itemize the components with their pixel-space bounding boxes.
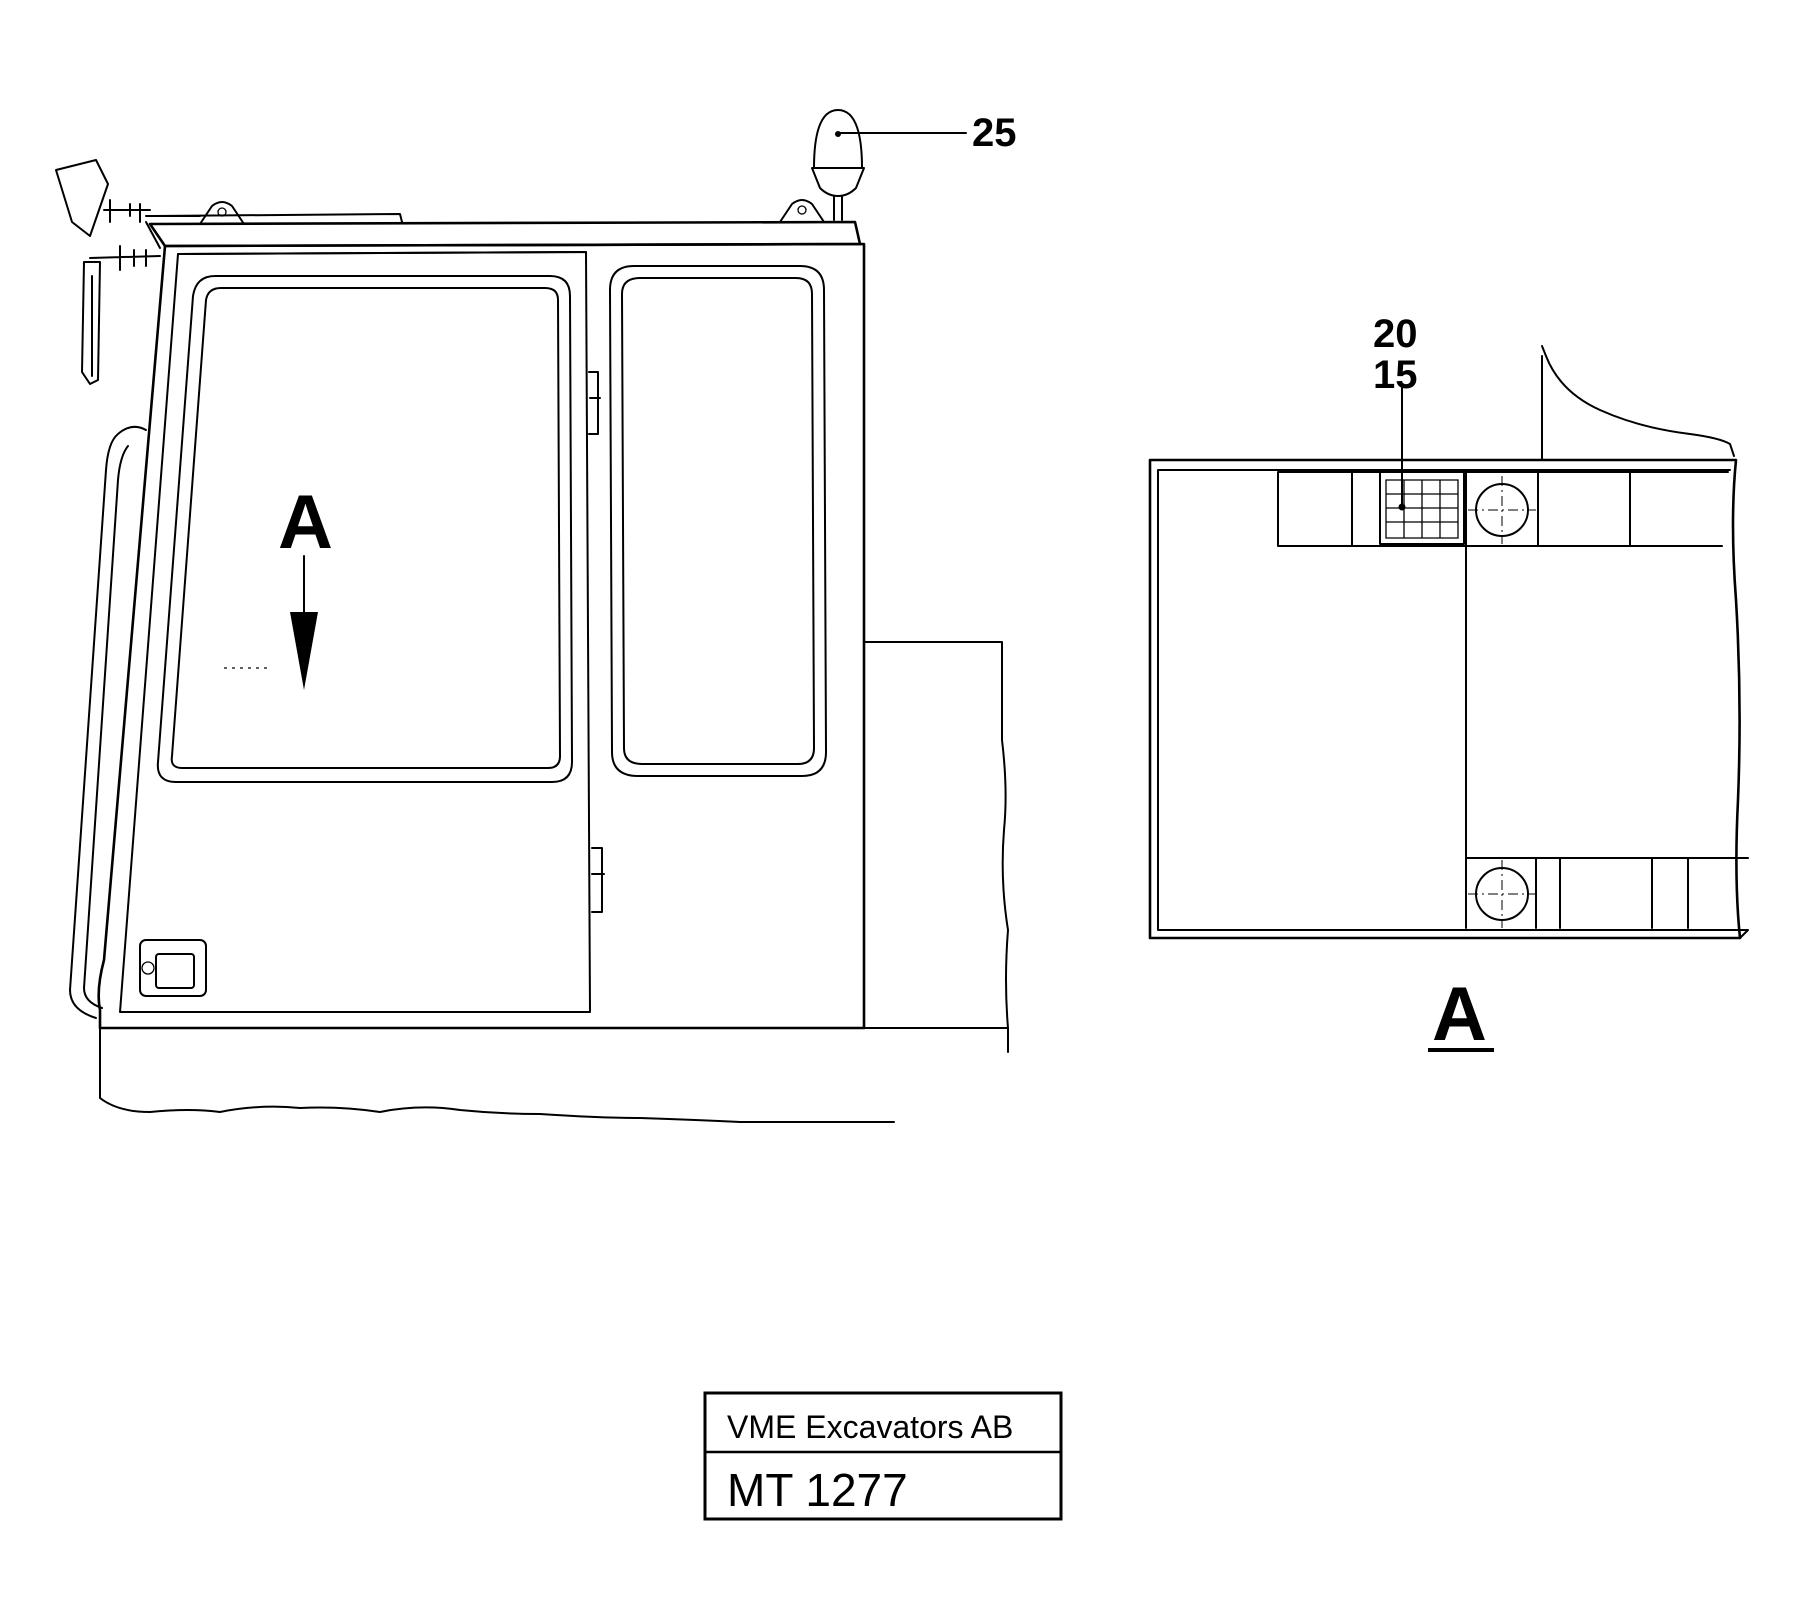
beacon-stem [833,195,843,221]
detail-background-edge [1541,345,1735,457]
lifting-eye-rear-hole [797,205,807,215]
title-block-code: MT 1277 [727,1464,908,1516]
rear-body [863,641,1009,1029]
grab-rail [69,425,147,1019]
cab-body [97,242,866,1030]
rear-window-inner [621,277,815,765]
callout-20: 20 [1373,312,1418,356]
cab-side-view: 25 A [55,109,1017,1123]
beacon-dome [813,109,863,169]
callout-25: 25 [972,111,1017,155]
lifting-eye-rear [779,199,825,223]
front-window-outer [156,275,573,783]
door-hinge-lower [591,847,605,913]
door-handle-grip [155,953,195,989]
title-block-company: VME Excavators AB [727,1409,1013,1445]
mirror-lower [81,261,101,385]
mirror-bracket-upper [103,199,151,223]
fuse-panel [1379,471,1465,545]
chassis-base [99,1027,1009,1123]
front-window-inner [170,287,561,769]
cab-roof [148,220,862,248]
mirror-upper [55,159,109,237]
detail-frame [1148,458,1742,940]
lifting-eye-front-hole [217,207,227,217]
lifting-eye-front [199,201,245,225]
callout-15: 15 [1373,353,1418,397]
detail-view-a: 20 15 A [1148,312,1749,1057]
door-hinge-upper [588,371,601,435]
view-arrow-label: A [278,480,333,565]
detail-frame-inner [1157,469,1749,939]
title-block: VME Excavators AB MT 1277 [703,1391,1063,1521]
door-handle-plate [139,939,207,997]
bottom-component-strip [1465,857,1749,929]
mirror-arm [145,215,201,249]
top-component-strip [1277,471,1729,547]
title-block-frame [703,1391,1063,1521]
fuse-panel-grid [1385,479,1459,539]
rear-window-outer [609,265,827,777]
view-arrow-head [290,612,318,690]
door-lock [141,961,155,975]
front-door [119,251,591,1013]
beacon-base [811,167,865,197]
detail-view-label: A [1432,972,1487,1057]
roof-rail [154,213,403,223]
mirror-bracket-lower [89,245,161,271]
